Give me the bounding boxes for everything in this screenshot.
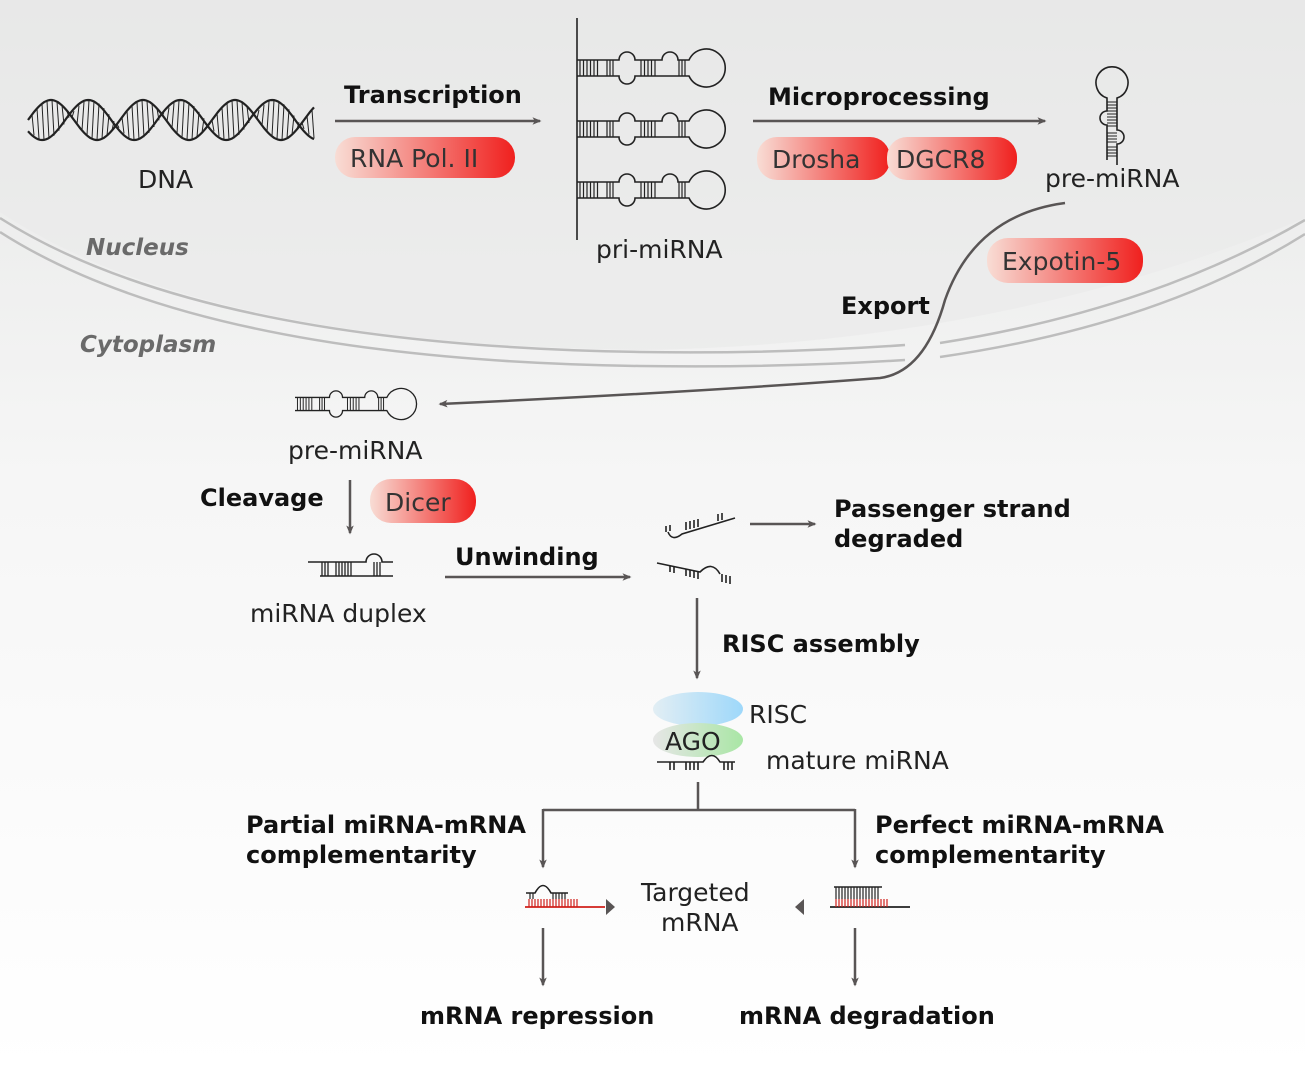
exportin-5-label: Expotin-5 [1002,247,1121,276]
partial-complementarity-line1: Partial miRNA-mRNA [246,811,526,839]
passenger-degraded-label: degraded [834,525,963,553]
nucleus-label: Nucleus [86,235,189,261]
partial-complementarity-line2: complementarity [246,841,477,869]
exportin-5-badge: Expotin-5 [987,238,1143,283]
pri-mirna-label: pri-miRNA [596,235,723,264]
nuclear-membrane [0,216,1305,368]
pre-mirna-nucleus-label: pre-miRNA [1045,164,1179,193]
rna-pol-ii-badge: RNA Pol. II [335,137,515,178]
drosha-badge: Drosha [757,137,890,180]
mature-mirna-label: mature miRNA [766,746,949,775]
dicer-badge: Dicer [370,479,476,523]
nucleus-region [0,0,1305,350]
guide-strand-icon [656,562,731,584]
arrowhead-right-icon [606,899,615,915]
risc-assembly-label: RISC assembly [722,630,920,658]
dna-label: DNA [138,165,193,194]
dgcr8-badge: DGCR8 [887,137,1017,180]
export-label: Export [841,292,930,320]
ago-protein-icon [653,723,743,757]
dna-helix-icon [27,98,315,142]
branch-lines [543,782,855,812]
unwinding-label: Unwinding [455,543,599,571]
cleavage-label: Cleavage [200,484,324,512]
mrna-repression-label: mRNA repression [420,1002,654,1030]
arrowhead-left-icon [795,899,804,915]
passenger-strand-icon [665,513,736,539]
pre-mirna-horizontal-icon [295,387,418,421]
transcription-label: Transcription [344,81,522,109]
dicer-label: Dicer [385,488,451,517]
export-arrow [438,201,1066,408]
passenger-strand-label: Passenger strand [834,495,1071,523]
partial-binding-mrna-icon [525,884,605,908]
perfect-complementarity-line2: complementarity [875,841,1106,869]
perfect-complementarity-line1: Perfect miRNA-mRNA [875,811,1164,839]
risc-label: RISC [749,700,807,729]
rna-pol-ii-label: RNA Pol. II [350,144,478,173]
targeted-mrna-line2: mRNA [661,908,739,937]
mirna-duplex-label: miRNA duplex [250,599,427,628]
targeted-mrna-line1: Targeted [640,878,750,907]
pri-mirna-icon [576,18,726,240]
cytoplasm-label: Cytoplasm [80,332,216,358]
microprocessing-label: Microprocessing [768,83,990,111]
mirna-duplex-icon [308,553,393,577]
risc-complex-icon [653,692,743,726]
dgcr8-label: DGCR8 [896,145,985,174]
pre-mirna-cytoplasm-label: pre-miRNA [288,436,422,465]
drosha-label: Drosha [772,145,860,174]
pre-mirna-vertical-icon [1095,66,1129,165]
perfect-binding-mrna-icon [830,886,910,908]
mature-mirna-icon [657,754,735,770]
ago-label: AGO [665,727,721,756]
mrna-degradation-label: mRNA degradation [739,1002,995,1030]
